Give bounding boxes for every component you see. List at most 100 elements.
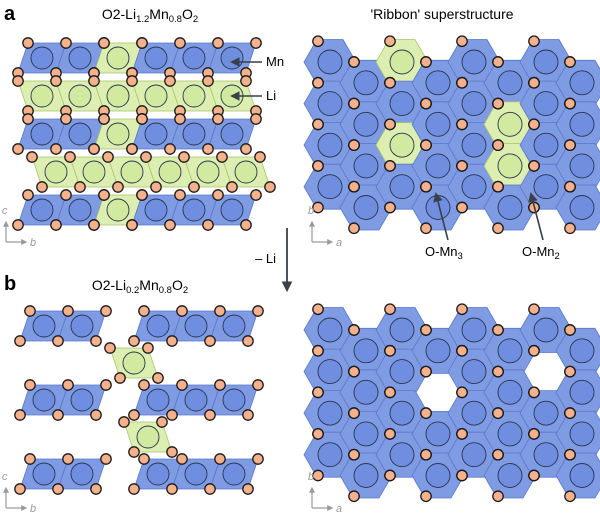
- axes-a-left: c b: [2, 205, 36, 249]
- oxygen-atom: [528, 469, 540, 482]
- oxygen-atom: [226, 181, 238, 193]
- mn-atom: [497, 70, 523, 96]
- oxygen-atom: [528, 76, 540, 89]
- oxygen-atom: [250, 37, 262, 49]
- oxygen-atom: [60, 189, 72, 201]
- oxygen-atom: [492, 56, 504, 68]
- oxygen-atom: [250, 189, 262, 201]
- oxygen-atom: [62, 453, 74, 465]
- oxygen-atom: [178, 151, 190, 163]
- oxygen-atom: [166, 335, 178, 347]
- oxygen-atom: [202, 75, 214, 87]
- axes-b-left: c b: [2, 471, 36, 515]
- oxygen-atom: [348, 222, 360, 235]
- omn3-callout-arrow: [433, 192, 449, 241]
- mn-atom: [353, 153, 379, 179]
- oxygen-atom: [214, 379, 226, 391]
- oxygen-atom: [420, 180, 432, 193]
- mn-atom: [389, 91, 415, 117]
- mn-atom: [222, 388, 246, 412]
- oxygen-atom: [52, 409, 64, 421]
- oxygen-atom: [36, 181, 48, 193]
- li-atom: [182, 84, 206, 108]
- oxygen-atom: [156, 416, 168, 428]
- oxygen-atom: [242, 409, 254, 421]
- oxygen-atom: [456, 160, 468, 172]
- oxygen-atom: [492, 97, 504, 110]
- oxygen-atom: [492, 139, 504, 151]
- oxygen-atom: [128, 483, 140, 495]
- panel-b-top-view: [303, 303, 600, 503]
- oxygen-atom: [384, 344, 396, 357]
- delithiation-label: – Li: [255, 251, 276, 266]
- oxygen-atom: [252, 305, 264, 317]
- oxygen-atom: [152, 372, 164, 384]
- oxygen-atom: [204, 335, 216, 347]
- mn-atom: [144, 46, 168, 70]
- mn-atom: [569, 463, 595, 488]
- panel-a-left-title: O2-Li1.2Mn0.8O2: [102, 6, 198, 25]
- mn-atom: [184, 388, 208, 412]
- oxygen-atom: [384, 428, 396, 440]
- oxygen-atom: [14, 409, 26, 421]
- li-atom: [106, 84, 130, 108]
- oxygen-atom: [12, 75, 24, 87]
- mn-atom: [30, 122, 54, 146]
- mn-atom: [389, 174, 415, 200]
- oxygen-atom: [312, 303, 324, 316]
- mn-atom: [533, 91, 559, 117]
- mn-atom: [569, 379, 595, 405]
- oxygen-atom: [52, 483, 64, 495]
- oxygen-atom: [312, 386, 324, 399]
- oxygen-atom: [384, 160, 396, 172]
- mn-atom: [32, 462, 56, 486]
- axis-label-b: b: [30, 503, 36, 515]
- axes-b-right: b a: [308, 471, 342, 515]
- oxygen-atom: [420, 97, 432, 110]
- mn-atom: [389, 317, 415, 343]
- mn-atom: [220, 122, 244, 146]
- oxygen-atom: [98, 189, 110, 201]
- mn-atom: [425, 111, 451, 137]
- oxygen-atom: [348, 180, 360, 193]
- oxygen-atom: [126, 75, 138, 87]
- omn2-label: O-Mn2: [522, 244, 560, 262]
- panel-a-ribbon-superstructure: [303, 35, 600, 235]
- li-atom: [136, 425, 160, 449]
- mn-atom: [569, 421, 595, 447]
- oxygen-atom: [564, 97, 576, 110]
- oxygen-atom: [138, 305, 150, 317]
- oxygen-atom: [384, 386, 396, 399]
- mn-atom: [353, 195, 379, 220]
- mn-atom: [146, 388, 170, 412]
- mn-atom: [353, 379, 379, 405]
- oxygen-atom: [312, 76, 324, 89]
- mn-atom: [68, 46, 92, 70]
- oxygen-atom: [312, 469, 324, 482]
- mn-atom: [461, 49, 487, 75]
- li-atom: [144, 84, 168, 108]
- oxygen-atom: [492, 222, 504, 235]
- oxygen-atom: [62, 305, 74, 317]
- oxygen-atom: [564, 324, 576, 336]
- oxygen-atom: [348, 324, 360, 336]
- oxygen-atom: [64, 151, 76, 163]
- axis-label-b: b: [30, 237, 36, 249]
- oxygen-atom: [564, 407, 576, 419]
- mn-atom: [569, 195, 595, 220]
- oxygen-atom: [188, 181, 200, 193]
- mn-atom: [461, 174, 487, 200]
- oxygen-atom: [384, 469, 396, 482]
- oxygen-atom: [100, 305, 112, 317]
- mn-atom: [30, 46, 54, 70]
- oxygen-atom: [564, 56, 576, 68]
- oxygen-atom: [240, 219, 252, 231]
- mn-atom: [461, 400, 487, 426]
- oxygen-atom: [456, 303, 468, 316]
- oxygen-atom: [212, 37, 224, 49]
- mn-atom: [425, 463, 451, 488]
- oxygen-atom: [564, 448, 576, 461]
- axis-label-b: b: [308, 471, 314, 483]
- mn-atom: [569, 338, 595, 364]
